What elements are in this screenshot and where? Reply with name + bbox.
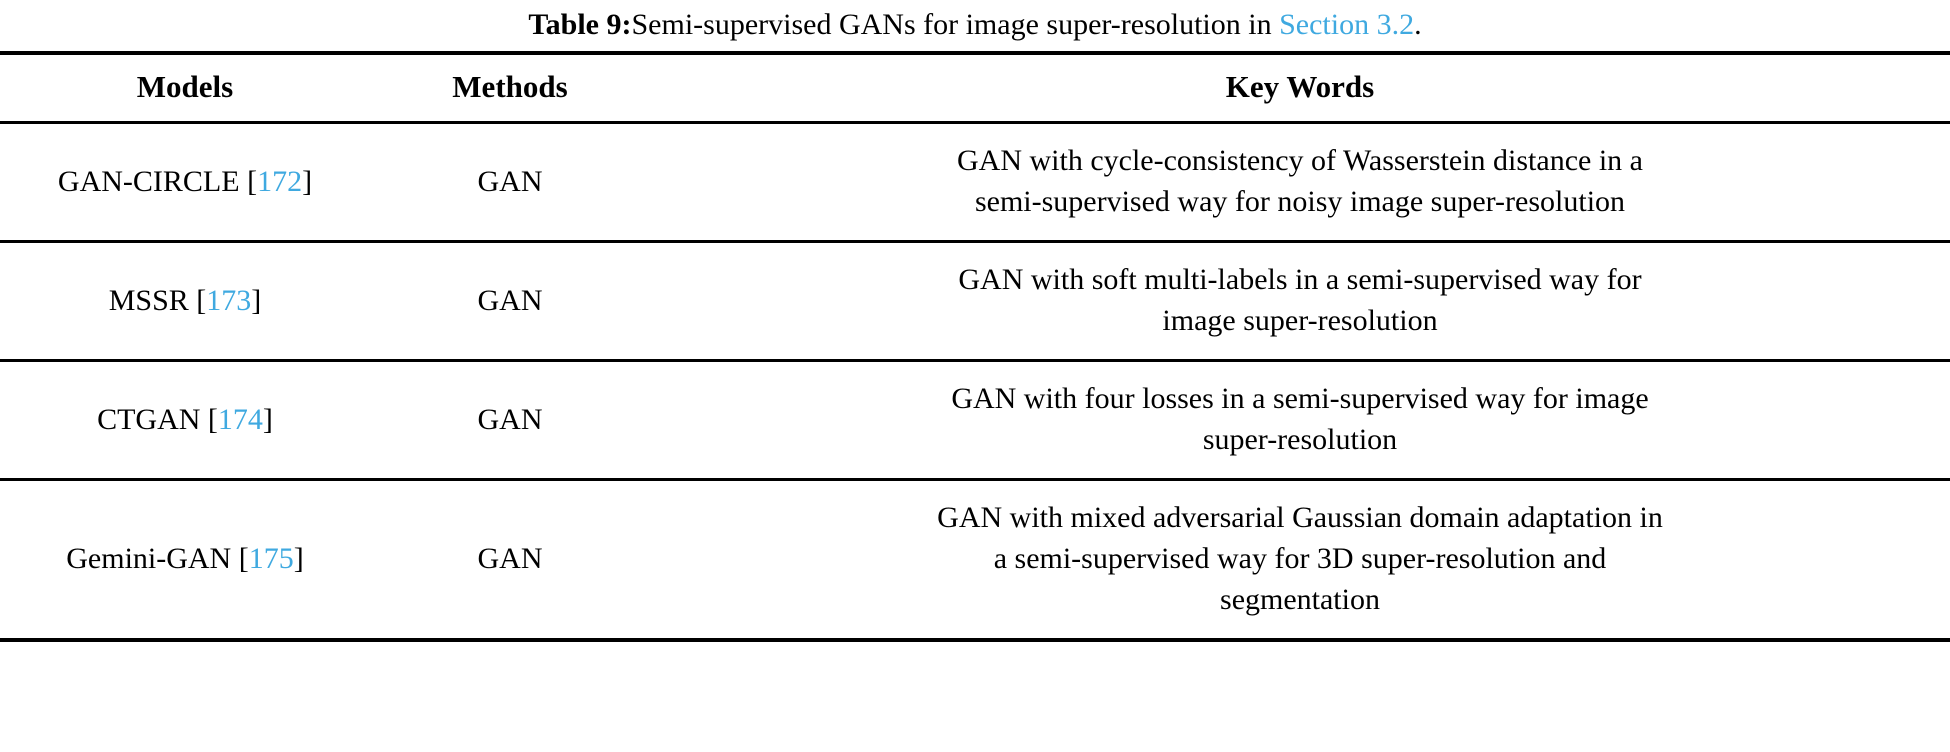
ref-bracket-close: ] <box>262 402 273 436</box>
cell-method: GAN <box>370 241 650 362</box>
cell-model: GAN-CIRCLE [172] <box>0 122 370 243</box>
table-row: MSSR [173] GAN GAN with soft multi-label… <box>0 241 1950 362</box>
cell-key-words: GAN with cycle-consistency of Wasserstei… <box>650 122 1950 243</box>
cell-model: Gemini-GAN [175] <box>0 479 370 642</box>
cell-method: GAN <box>370 122 650 243</box>
key-words-line: GAN with four losses in a semi-supervise… <box>951 382 1649 415</box>
cell-key-words: GAN with soft multi-labels in a semi-sup… <box>650 241 1950 362</box>
caption-section-link[interactable]: Section 3.2 <box>1279 8 1415 41</box>
ref-bracket-close: ] <box>251 283 262 317</box>
citation-link[interactable]: 172 <box>257 164 303 198</box>
ref-bracket-open: [ <box>188 283 207 317</box>
cell-model: CTGAN [174] <box>0 360 370 481</box>
key-words-line: GAN with soft multi-labels in a semi-sup… <box>958 263 1642 296</box>
column-header-methods: Methods <box>370 51 650 124</box>
semi-supervised-gans-table: Models Methods Key Words GAN-CIRCLE [172… <box>0 51 1950 642</box>
key-words-line: super-resolution <box>1202 423 1398 456</box>
key-words-line: image super-resolution <box>1162 304 1438 337</box>
ref-bracket-close: ] <box>302 164 313 198</box>
citation-link[interactable]: 174 <box>217 402 263 436</box>
cell-method: GAN <box>370 360 650 481</box>
citation-link[interactable]: 173 <box>206 283 252 317</box>
citation-link[interactable]: 175 <box>248 542 294 575</box>
model-name: Gemini-GAN <box>66 542 232 575</box>
key-words-line: segmentation <box>1220 583 1380 616</box>
caption-text-after: . <box>1414 8 1422 41</box>
ref-bracket-close: ] <box>293 542 304 575</box>
model-name: GAN-CIRCLE <box>57 164 240 198</box>
caption-text-before: Semi-supervised GANs for image super-res… <box>631 8 1280 41</box>
model-name: CTGAN <box>97 402 201 436</box>
table-body: GAN-CIRCLE [172] GAN GAN with cycle-cons… <box>0 122 1950 642</box>
header-row: Models Methods Key Words <box>0 51 1950 124</box>
key-words-line: a semi-supervised way for 3D super-resol… <box>993 542 1607 575</box>
table-caption: Table 9:Semi-supervised GANs for image s… <box>0 0 1950 51</box>
column-header-key-words: Key Words <box>650 51 1950 124</box>
model-name: MSSR <box>108 283 189 317</box>
key-words-line: semi-supervised way for noisy image supe… <box>974 185 1626 218</box>
cell-key-words: GAN with four losses in a semi-supervise… <box>650 360 1950 481</box>
cell-method: GAN <box>370 479 650 642</box>
ref-bracket-open: [ <box>239 164 258 198</box>
cell-model: MSSR [173] <box>0 241 370 362</box>
table-header: Models Methods Key Words <box>0 51 1950 124</box>
key-words-line: GAN with mixed adversarial Gaussian doma… <box>937 501 1663 534</box>
table-row: Gemini-GAN [175] GAN GAN with mixed adve… <box>0 479 1950 642</box>
caption-label: Table 9: <box>528 8 632 41</box>
table-row: CTGAN [174] GAN GAN with four losses in … <box>0 360 1950 481</box>
cell-key-words: GAN with mixed adversarial Gaussian doma… <box>650 479 1950 642</box>
table-row: GAN-CIRCLE [172] GAN GAN with cycle-cons… <box>0 122 1950 243</box>
column-header-models: Models <box>0 51 370 124</box>
key-words-line: GAN with cycle-consistency of Wasserstei… <box>956 144 1643 177</box>
ref-bracket-open: [ <box>200 402 218 436</box>
ref-bracket-open: [ <box>231 542 249 575</box>
